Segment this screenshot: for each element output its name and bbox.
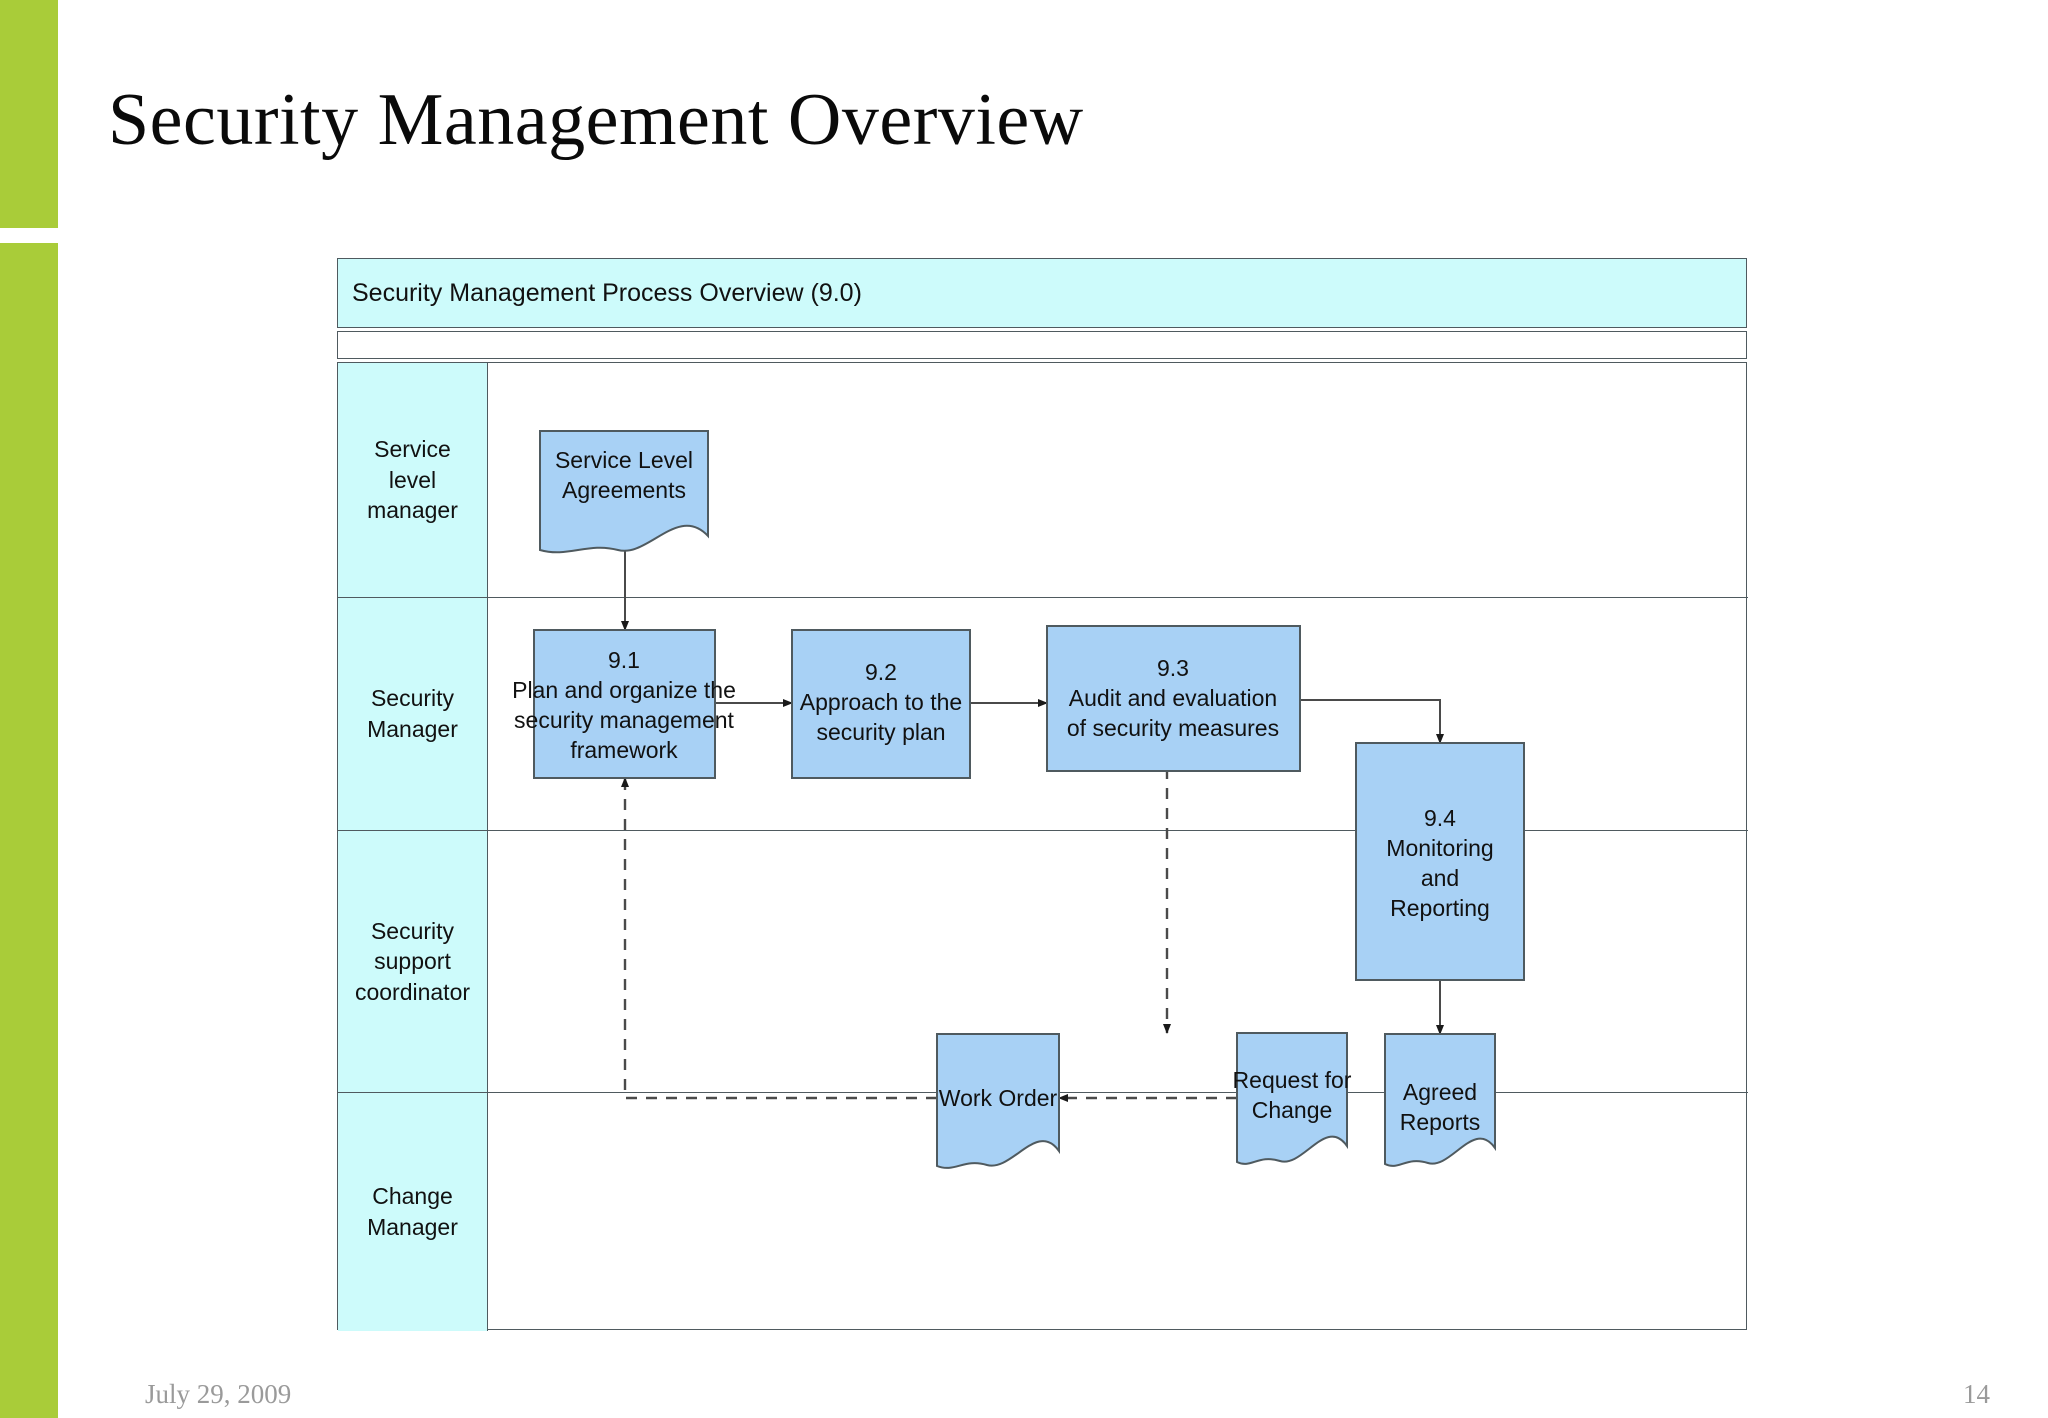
diagram-banner-label: Security Management Process Overview (9.… — [352, 278, 862, 307]
accent-bar-top — [0, 0, 58, 228]
footer-date: July 29, 2009 — [145, 1379, 292, 1409]
accent-bar-bottom — [0, 243, 58, 1418]
diagram-spacer-row — [337, 331, 1747, 359]
swimlane-diagram: Security Management Process Overview (9.… — [337, 258, 1748, 1331]
page-title: Security Management Overview — [108, 79, 1084, 161]
diagram-banner: Security Management Process Overview (9.… — [337, 258, 1747, 328]
footer-page-number: 14 — [1963, 1379, 1990, 1409]
